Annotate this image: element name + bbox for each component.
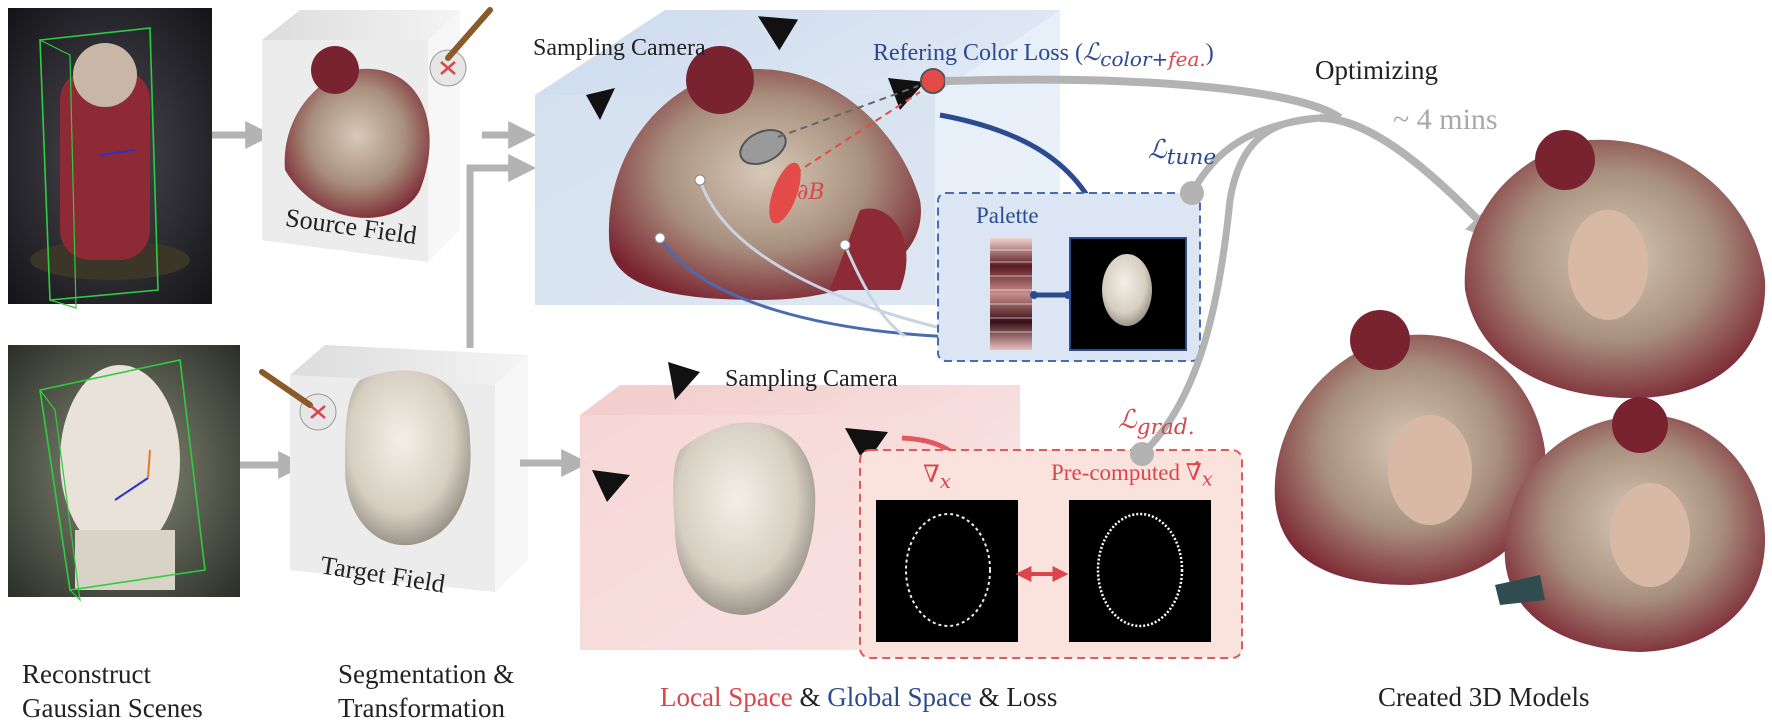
sample-stroke — [658, 237, 990, 344]
sample-dot — [694, 174, 706, 186]
santa-scene-photo — [8, 8, 212, 309]
target-field-box — [290, 345, 528, 592]
paint-brush-icon — [259, 369, 337, 431]
caption-segmentation-line1: Segmentation & — [338, 659, 515, 689]
palette-label: Palette — [976, 203, 1039, 228]
refer-curve — [944, 75, 1343, 122]
optimizing-label: Optimizing — [1315, 55, 1438, 85]
caption-reconstruct-line2: Gaussian Scenes — [22, 693, 203, 723]
gradient-box — [859, 449, 1243, 659]
refer-loss-label: Refering Color Loss (ℒcolor+fea.) — [873, 38, 1214, 71]
created-model — [1495, 397, 1765, 652]
ray-grey — [777, 85, 919, 138]
grad-curve — [1139, 114, 1321, 457]
created-model — [1274, 310, 1546, 585]
sample-stroke — [843, 244, 906, 338]
precomputed-label: Pre-computed ∇̂x — [1051, 460, 1213, 491]
sampling-camera-bottom-label: Sampling Camera — [725, 366, 898, 392]
caption-global-space: Global Space — [827, 682, 972, 712]
statue-scene-photo — [8, 345, 240, 602]
dB-label: ∂B — [797, 180, 825, 205]
arrow-target-to-global — [466, 154, 537, 348]
caption-reconstruct: Reconstruct Gaussian Scenes — [22, 657, 203, 725]
camera-icon — [586, 88, 615, 120]
camera-icon — [592, 470, 630, 502]
caption-local-space: Local Space — [660, 682, 793, 712]
sampling-disk-grey — [739, 129, 787, 165]
sampling-camera-top-label: Sampling Camera — [533, 35, 706, 61]
camera-icon — [757, 16, 799, 51]
paint-brush-icon — [429, 7, 493, 87]
optimizing-arrow — [1319, 114, 1499, 242]
caption-segmentation-line2: Transformation — [338, 693, 505, 723]
caption-segmentation: Segmentation & Transformation — [338, 657, 514, 725]
caption-loss: Local Space & Global Space & Loss — [660, 682, 1058, 712]
tune-loss-label: ℒtune — [1148, 135, 1217, 171]
sample-dot — [839, 239, 851, 251]
sample-stroke — [698, 179, 986, 340]
created-model — [1464, 130, 1766, 399]
palette-box — [937, 192, 1201, 362]
time-label: ~ 4 mins — [1393, 103, 1498, 136]
nabla-x-label: ∇x — [923, 460, 952, 493]
sampling-disk-red — [769, 162, 801, 224]
caption-created-models: Created 3D Models — [1378, 682, 1590, 712]
caption-reconstruct-line1: Reconstruct — [22, 659, 151, 689]
ray-red — [784, 91, 921, 181]
grad-loss-label: ℒgrad. — [1118, 405, 1195, 441]
camera-icon — [668, 362, 700, 400]
camera-icon — [845, 428, 888, 465]
source-field-box — [262, 10, 460, 262]
sample-point-red — [920, 68, 946, 94]
sample-dot — [654, 232, 666, 244]
